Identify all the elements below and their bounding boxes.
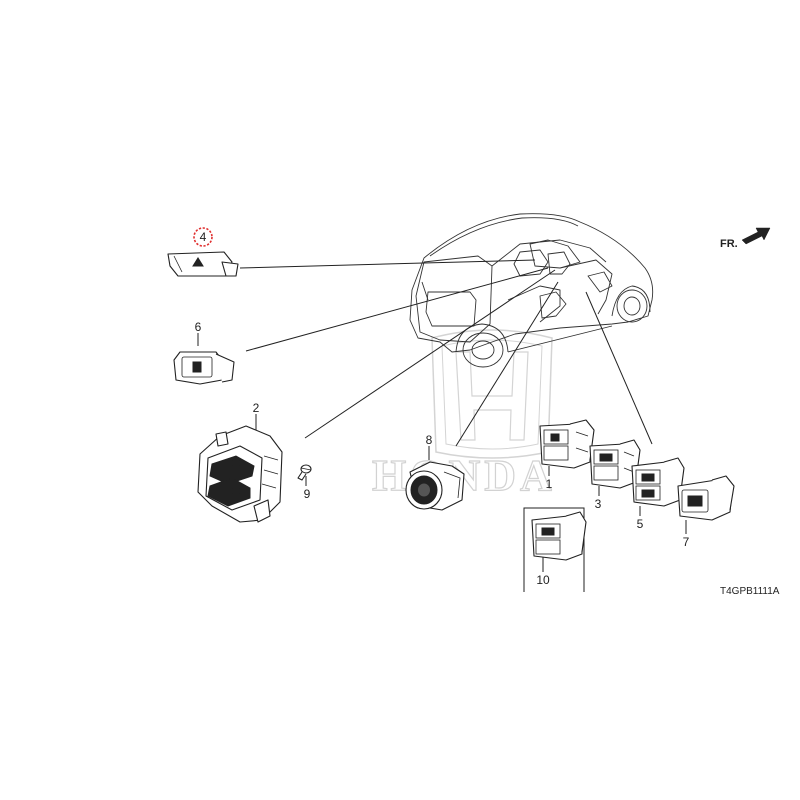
- part-6-switch[interactable]: [173, 351, 235, 385]
- label-3[interactable]: 3: [595, 497, 602, 511]
- part-2-switch-assembly[interactable]: [197, 425, 283, 523]
- part-4-hazard-switch[interactable]: [167, 251, 239, 277]
- label-6[interactable]: 6: [195, 320, 202, 334]
- arrow-right-icon: [741, 227, 771, 245]
- vehicle-outline: [409, 213, 654, 368]
- drawing-code: T4GPB1111A: [720, 586, 780, 597]
- label-4[interactable]: 4: [200, 230, 207, 244]
- callout-labels: 4 6 2 8 9 1 3 5 7 10: [193, 227, 690, 587]
- front-direction-marker: FR.: [720, 227, 771, 250]
- switch-symbol-icon: [192, 361, 202, 373]
- label-10[interactable]: 10: [536, 573, 550, 587]
- highlight-ring: [193, 227, 213, 247]
- part-9-screw[interactable]: [297, 464, 312, 481]
- label-1[interactable]: 1: [546, 477, 553, 491]
- honda-h-logo-icon: [431, 329, 553, 459]
- part-7-switch[interactable]: [677, 475, 735, 521]
- label-7[interactable]: 7: [683, 535, 690, 549]
- part-8-push-button[interactable]: [405, 461, 465, 511]
- label-2[interactable]: 2: [253, 401, 260, 415]
- part-10-switch[interactable]: [531, 511, 587, 561]
- label-9[interactable]: 9: [304, 487, 311, 501]
- label-5[interactable]: 5: [637, 517, 644, 531]
- part-5-switch[interactable]: [631, 457, 685, 507]
- leader-lines: [197, 259, 687, 592]
- part-1-switch[interactable]: [539, 419, 595, 469]
- fr-label: FR.: [720, 238, 738, 250]
- label-8[interactable]: 8: [426, 433, 433, 447]
- hazard-triangle-icon: [192, 257, 204, 267]
